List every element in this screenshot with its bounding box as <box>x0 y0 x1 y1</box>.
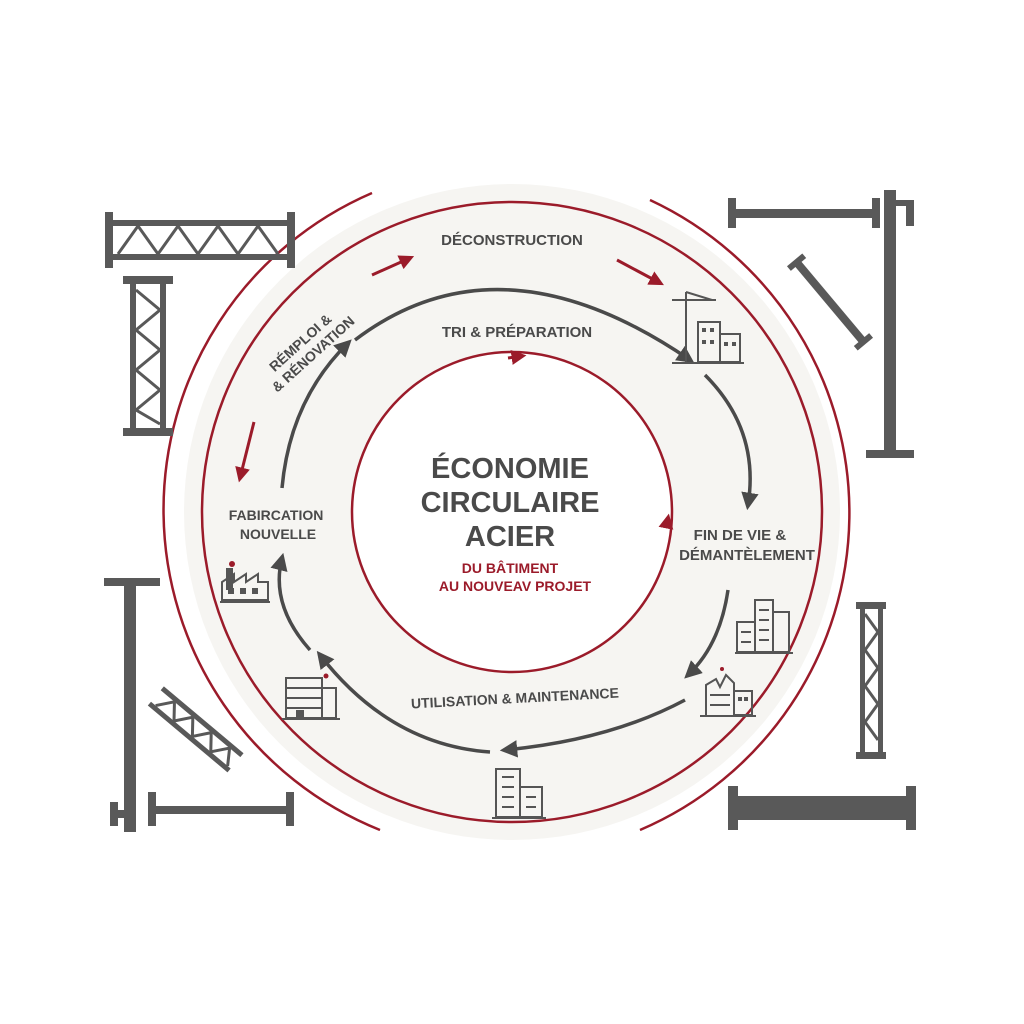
office-building-icon <box>282 673 340 720</box>
red-arrow-top-left <box>371 255 415 277</box>
center-title-line2: CIRCULAIRE <box>421 487 600 519</box>
label-tri-preparation: TRI & PRÉPARATION <box>442 324 592 341</box>
gray-cycle-arrows <box>270 287 759 758</box>
diagonal-beam-right <box>786 253 874 351</box>
red-cycle-arrows <box>235 255 674 530</box>
crane-building-icon <box>672 291 744 364</box>
arrow-finvie-to-demolition <box>684 589 730 679</box>
label-fabrication-line1: FABIRCATION <box>229 507 324 523</box>
center-subtitle-line1: DU BÂTIMENT <box>462 559 559 576</box>
outer-ring-left <box>162 191 381 832</box>
truss-column-bottom-right <box>856 602 886 759</box>
red-arrow-inner-top <box>507 350 527 365</box>
factory-icon <box>220 561 270 603</box>
heavy-i-beam-bottom-right <box>728 786 916 830</box>
arrow-chantier-to-finvie <box>703 373 759 511</box>
red-arrow-inner-right <box>658 513 674 530</box>
center-title-line3: ACIER <box>465 521 555 553</box>
diagonal-truss-bottom-left <box>147 686 244 773</box>
middle-ring <box>200 200 824 824</box>
i-beam-column-bottom-left <box>104 578 160 832</box>
center-subtitle-line2: AU NOUVEAV PROJET <box>439 578 592 594</box>
truss-beam-top-left <box>105 212 295 268</box>
apartment-building-icon <box>492 768 546 819</box>
red-arrow-top-right <box>616 258 664 286</box>
truss-column-left <box>123 276 173 436</box>
red-arrow-left <box>235 421 256 483</box>
label-fin-de-vie-line1: FIN DE VIE & <box>694 527 787 544</box>
i-beam-top-right <box>728 198 880 228</box>
demolition-building-icon <box>700 667 756 717</box>
arrow-fabrication-to-remploi <box>280 339 352 489</box>
arrow-utilisation-to-office <box>316 650 491 754</box>
i-beam-bottom-left <box>148 792 294 826</box>
arrow-tri-to-chantier <box>353 287 695 363</box>
center-title-line1: ÉCONOMIE <box>431 451 589 485</box>
i-beam-column-right <box>866 190 914 458</box>
label-deconstruction: DÉCONSTRUCTION <box>441 232 583 249</box>
label-fabrication: FABIRCATION NOUVELLE <box>229 507 328 542</box>
label-fabrication-line2: NOUVELLE <box>240 526 316 542</box>
arrow-demolition-to-utilisation <box>499 698 686 758</box>
label-fin-de-vie: FIN DE VIE & DÉMANTÈLEMENT <box>679 527 815 564</box>
outer-ring-right <box>639 198 851 832</box>
arrow-office-to-factory <box>270 552 312 652</box>
label-fin-de-vie-line2: DÉMANTÈLEMENT <box>679 547 815 564</box>
city-towers-icon <box>735 599 793 654</box>
